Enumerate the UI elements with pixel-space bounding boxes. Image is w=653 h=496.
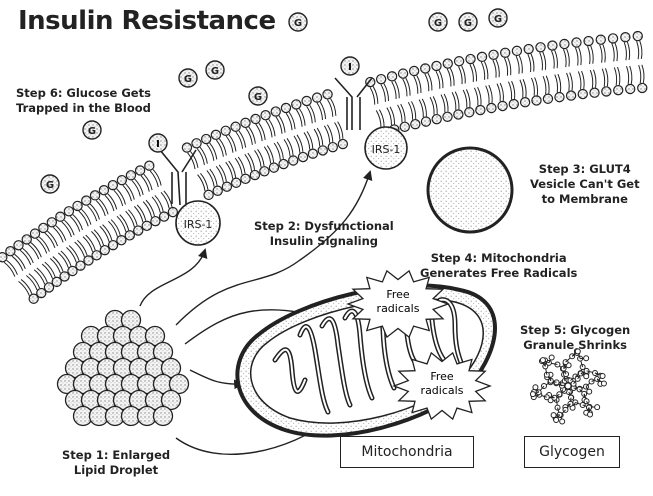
irs1-left-label: IRS-1 [184, 218, 213, 231]
step2-line1: Step 2: Dysfunctional [254, 219, 394, 234]
phospholipid [377, 75, 399, 135]
insulin-receptor-left [160, 150, 196, 205]
phospholipid [584, 36, 599, 97]
irs1-right: IRS-1 [365, 127, 407, 169]
step3-line1: Step 3: GLUT4 [530, 162, 640, 177]
step4-line1: Step 4: Mitochondria [420, 251, 577, 266]
step1-label: Step 1: Enlarged Lipid Droplet [62, 448, 170, 478]
phospholipid [621, 33, 635, 94]
phospholipid [302, 96, 327, 155]
phospholipid [443, 59, 463, 119]
glucose-molecule: G [489, 9, 507, 27]
free-radicals-2-line1: Free [430, 370, 454, 383]
phospholipid [182, 143, 213, 199]
phospholipid [608, 34, 622, 95]
step6-line1: Step 6: Glucose Gets [16, 86, 151, 101]
free-radicals-2-line2: radicals [421, 384, 464, 397]
free-radicals-1-line1: Free [386, 288, 410, 301]
step1-line2: Lipid Droplet [62, 463, 170, 478]
phospholipid [633, 31, 647, 92]
step5-line1: Step 5: Glycogen [520, 323, 630, 338]
svg-text:G: G [184, 74, 192, 85]
step5-line2: Granule Shrinks [520, 338, 630, 353]
irs1-left: IRS-1 [176, 201, 220, 245]
svg-text:G: G [464, 18, 472, 29]
glucose-molecule: G [83, 121, 101, 139]
glucose-molecule: G [206, 61, 224, 79]
glucose-molecule: G [41, 175, 59, 193]
svg-text:G: G [434, 18, 442, 29]
arrow-to-mito-left [190, 370, 242, 384]
step3-line2: Vesicle Can't Get [530, 177, 640, 192]
glucose-molecule: G [249, 87, 267, 105]
step4-label: Step 4: Mitochondria Generates Free Radi… [420, 251, 577, 281]
insulin-left-label: I [156, 139, 160, 150]
glucose-molecule: G [429, 13, 447, 31]
arrow-to-irs1-left [140, 250, 205, 306]
mitochondria-label: Mitochondria [340, 436, 474, 468]
glucose-molecule: G [459, 13, 477, 31]
step5-label: Step 5: Glycogen Granule Shrinks [520, 323, 630, 353]
irs1-right-label: IRS-1 [372, 143, 401, 156]
phospholipid [572, 38, 588, 99]
page-title: Insulin Resistance [18, 6, 276, 36]
phospholipid [536, 43, 553, 104]
insulin-receptor-right [335, 78, 372, 130]
step2-line2: Insulin Signaling [254, 234, 394, 249]
phospholipid [387, 72, 409, 132]
step6-line2: Trapped in the Blood [16, 101, 151, 116]
step4-line2: Generates Free Radicals [420, 266, 577, 281]
phospholipid [136, 166, 169, 221]
svg-text:G: G [88, 126, 96, 137]
glycogen-label: Glycogen [524, 436, 620, 468]
step1-line1: Step 1: Enlarged [62, 448, 170, 463]
phospholipid [560, 39, 576, 100]
insulin-molecule-left: I [149, 134, 167, 152]
step3-label: Step 3: GLUT4 Vesicle Can't Get to Membr… [530, 162, 640, 207]
glucose-molecule: G [179, 69, 197, 87]
svg-text:G: G [211, 66, 219, 77]
insulin-right-label: I [348, 62, 352, 73]
insulin-molecule-right: I [341, 57, 359, 75]
glucose-molecule: G [289, 13, 307, 31]
step2-label: Step 2: Dysfunctional Insulin Signaling [254, 219, 394, 249]
phospholipid [292, 100, 318, 158]
step6-label: Step 6: Glucose Gets Trapped in the Bloo… [16, 86, 151, 116]
svg-text:G: G [494, 14, 502, 25]
lipid-droplet [58, 311, 189, 426]
glut4-vesicle [428, 148, 512, 232]
phospholipid [323, 90, 347, 149]
phospholipid [432, 61, 452, 121]
phospholipid [312, 93, 337, 152]
phospholipid [524, 44, 541, 105]
svg-text:G: G [294, 18, 302, 29]
step3-line3: to Membrane [530, 192, 640, 207]
phospholipid [596, 35, 611, 96]
free-radicals-1-line2: radicals [377, 302, 420, 315]
svg-text:G: G [46, 180, 54, 191]
phospholipid [548, 41, 564, 102]
svg-text:G: G [254, 92, 262, 103]
glycogen-granule [530, 349, 606, 424]
